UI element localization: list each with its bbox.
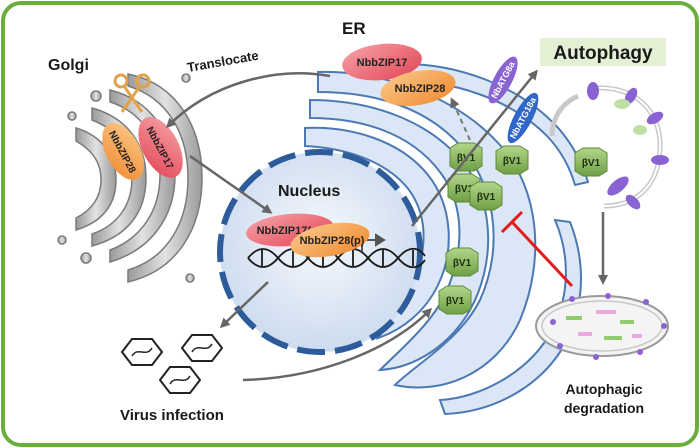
golgi-zip17-blob: [138, 117, 183, 178]
golgi-zip28-blob: [102, 122, 145, 180]
er-zip28-label: NbbZIP28: [395, 83, 446, 95]
svg-text:βV1: βV1: [453, 258, 472, 269]
golgi-zip-complex: NbbZIP17 NbbZIP28: [102, 117, 183, 180]
er-zip28-blob: [380, 70, 456, 106]
bv1-hex: βV1: [445, 247, 479, 277]
er-zip17-label: NbbZIP17: [357, 57, 408, 69]
virus-to-bv1-arrow: [242, 307, 433, 382]
er-zip-complex: NbbZIP17 NbbZIP28: [342, 43, 456, 106]
bv1-hex: βV1: [495, 145, 529, 175]
svg-text:βV1: βV1: [477, 192, 496, 203]
bv1-hex: βV1: [574, 147, 608, 177]
nucleus-label: Nucleus: [278, 183, 340, 200]
dashed-recruit-arrow: [450, 97, 471, 141]
translocate-arrow: [165, 72, 331, 129]
nuclear-zip28-label: NbbZIP28(p): [300, 235, 365, 247]
svg-text:βV1: βV1: [455, 184, 474, 195]
virus-icon: [120, 334, 224, 394]
phagophore: [549, 82, 669, 210]
virus-infection-label: Virus infection: [120, 407, 224, 424]
bv1-hex: βV1: [469, 181, 503, 211]
dna-icon: [247, 247, 426, 269]
nuclear-zip28-blob: [290, 222, 370, 258]
golgi-label: Golgi: [48, 57, 89, 74]
svg-text:βV1: βV1: [582, 158, 601, 169]
svg-text:βV1: βV1: [503, 156, 522, 167]
autophagy-label: Autophagy: [553, 43, 653, 64]
er-zip17-blob: [342, 43, 422, 81]
nuclear-zip-complex: NbbZIP17(p) NbbZIP28(p): [246, 213, 370, 258]
transcription-to-autophagy-arrow: [411, 69, 538, 227]
degradation-vesicle: [535, 293, 669, 360]
autophagy-box: [540, 38, 666, 66]
inhibition-bar-icon: [500, 210, 574, 288]
er-label: ER: [342, 19, 366, 38]
scissors-icon: [113, 73, 151, 113]
svg-text:βV1: βV1: [446, 296, 465, 307]
pathway-arrows: [165, 69, 608, 382]
atg8a-blob: [488, 56, 518, 104]
autophagic-degradation-label-1: Autophagic: [566, 381, 643, 397]
autophagic-degradation-label-2: degradation: [564, 400, 644, 416]
nucleus-to-virus-arrow: [219, 281, 269, 329]
atg18a-blob: [507, 92, 539, 144]
bv1-hex: βV1: [438, 285, 472, 315]
golgi-to-nucleus-arrow: [189, 154, 273, 214]
